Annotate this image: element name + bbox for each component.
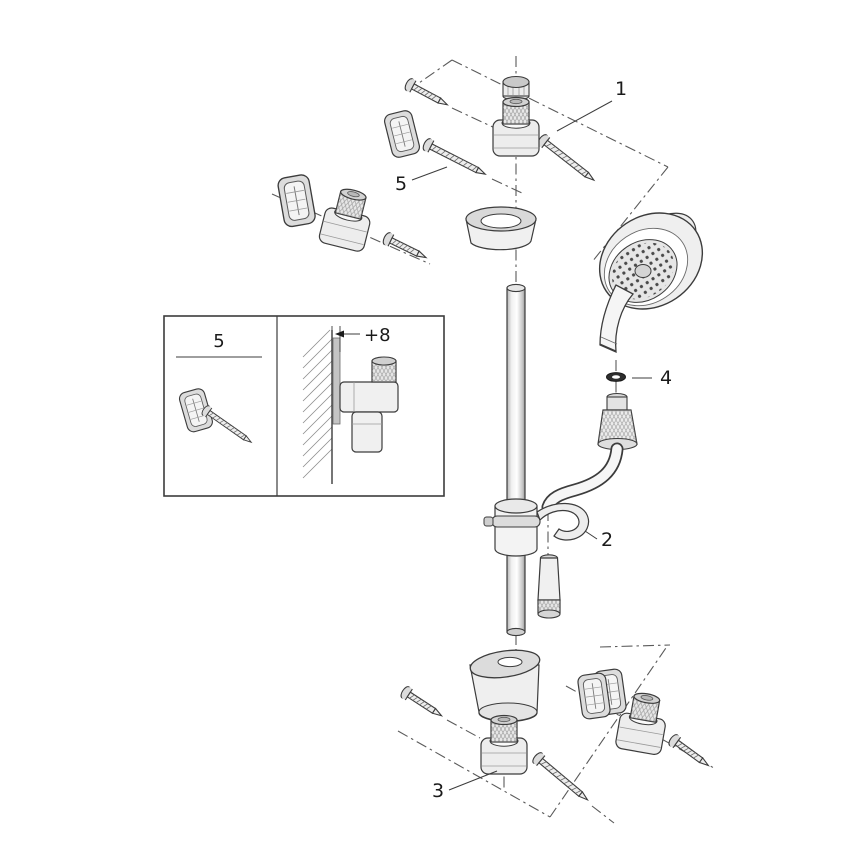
part1-label: 1 xyxy=(615,78,627,100)
hose-gasket xyxy=(606,372,626,382)
part5-label: 5 xyxy=(395,173,407,195)
wall-bracket xyxy=(480,714,528,775)
offset-dimension-label: +8 xyxy=(364,325,391,346)
bracket-side-view xyxy=(339,356,399,453)
handset-hook xyxy=(536,502,590,541)
wall-plate xyxy=(276,173,318,229)
part3-label: 3 xyxy=(432,780,444,802)
wall-bracket xyxy=(492,96,540,157)
rail-end-cap xyxy=(502,75,530,101)
top-mounting-assembly xyxy=(382,75,599,251)
plug-protrusion xyxy=(332,337,341,425)
slider-holder xyxy=(483,498,590,557)
bottom-fixing-set xyxy=(398,667,713,806)
hand-shower-handle xyxy=(599,284,635,354)
inset-detail-box: 5 +8 xyxy=(163,315,445,497)
part4-label: 4 xyxy=(660,367,672,389)
slider-clamp-knob xyxy=(483,516,494,527)
rail-saddle xyxy=(465,206,537,251)
part-labels: 1 5 4 2 3 xyxy=(395,78,672,802)
fixing-screw xyxy=(530,750,593,806)
shower-rail xyxy=(506,283,526,637)
dimension-arrow xyxy=(335,330,344,338)
screw xyxy=(666,732,713,772)
fixing-screw xyxy=(535,132,599,186)
inset-part5-label: 5 xyxy=(213,331,224,352)
part2-label: 2 xyxy=(601,529,613,551)
rail-top-opening xyxy=(506,283,526,293)
screw xyxy=(398,684,446,722)
wall-section: +8 xyxy=(302,325,391,484)
bottom-foot-assembly xyxy=(469,649,541,775)
shower-hose xyxy=(537,392,638,619)
hand-shower xyxy=(598,212,704,354)
hose-end-cone xyxy=(537,554,561,619)
wall-plug xyxy=(576,671,612,721)
wall-bracket xyxy=(317,184,378,254)
screw xyxy=(381,230,430,264)
screw xyxy=(402,76,451,112)
fixing-screw xyxy=(420,136,489,181)
wall-plug xyxy=(382,108,422,160)
